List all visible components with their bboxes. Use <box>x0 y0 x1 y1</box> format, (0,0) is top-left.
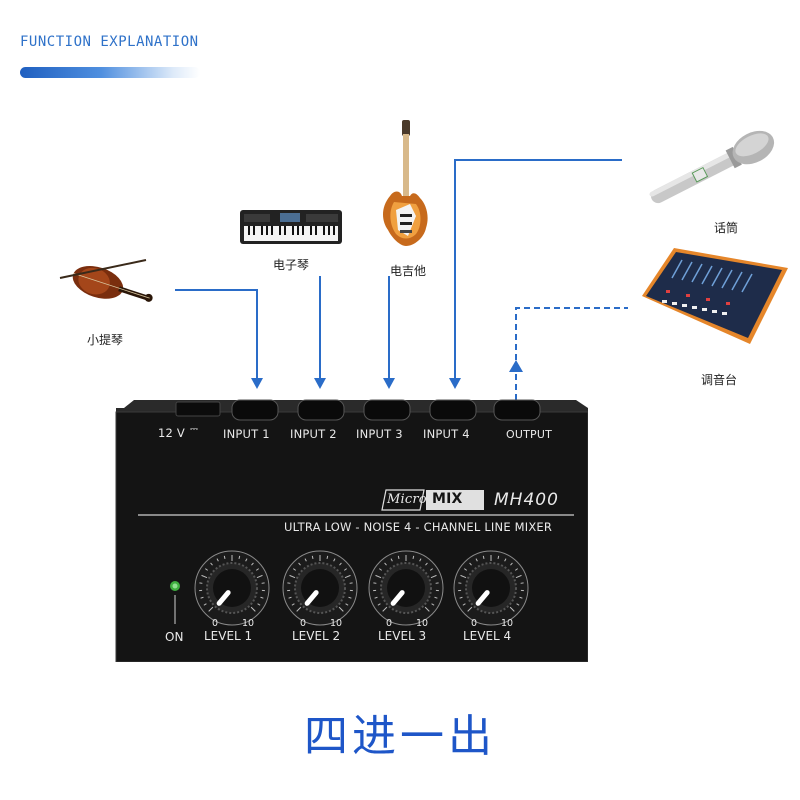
output-label: OUTPUT <box>506 428 553 441</box>
level-3-min: 0 <box>386 618 393 629</box>
level-2-max: 10 <box>330 618 343 629</box>
microphone-connection <box>454 159 622 384</box>
level-knob-4[interactable] <box>451 548 531 632</box>
level-4-label: LEVEL 4 <box>463 629 512 643</box>
dc-symbol: ⎓ <box>190 424 199 435</box>
level-4-max: 10 <box>501 618 514 629</box>
mh400-mixer: 12 V ⎓ INPUT 1 INPUT 2 INPUT 3 INPUT 4 O… <box>114 390 588 662</box>
violin-connection <box>175 289 258 384</box>
brand-micro: Micro <box>387 492 427 507</box>
level-3-label: LEVEL 3 <box>378 629 427 643</box>
level-knob-3[interactable] <box>366 548 446 632</box>
level-4-min: 0 <box>471 618 478 629</box>
guitar-label: 电吉他 <box>390 264 427 278</box>
mixer-subtitle: ULTRA LOW - NOISE 4 - CHANNEL LINE MIXER <box>284 520 553 534</box>
input-2-label: INPUT 2 <box>290 427 337 441</box>
mixing-console-label: 调音台 <box>701 373 738 387</box>
header-title: FUNCTION EXPLANATION <box>20 34 199 50</box>
power-label: 12 V <box>158 426 185 440</box>
microphone-label: 话筒 <box>714 221 739 235</box>
model-label: MH400 <box>494 490 559 510</box>
violin-label: 小提琴 <box>87 333 124 347</box>
output-connection <box>515 307 628 400</box>
level-3-max: 10 <box>416 618 429 629</box>
on-label: ON <box>165 630 184 644</box>
violin-icon <box>48 248 158 318</box>
input-jacks <box>231 399 541 421</box>
input-3-label: INPUT 3 <box>356 427 403 441</box>
brand-mix: MIX <box>432 491 463 507</box>
mixing-console-icon <box>632 242 790 346</box>
keyboard-label: 电子琴 <box>273 258 310 272</box>
level-2-min: 0 <box>300 618 307 629</box>
level-1-max: 10 <box>242 618 255 629</box>
keyboard-icon <box>240 206 342 246</box>
microphone-icon <box>636 122 786 214</box>
level-knob-2[interactable] <box>280 548 360 632</box>
level-1-min: 0 <box>212 618 219 629</box>
header-accent-bar <box>20 67 200 78</box>
level-1-label: LEVEL 1 <box>204 629 253 643</box>
caption-four-in-one-out: 四进一出 <box>304 711 496 762</box>
input-4-label: INPUT 4 <box>423 427 470 441</box>
input-1-label: INPUT 1 <box>223 427 270 441</box>
electric-guitar-icon <box>376 118 432 250</box>
level-2-label: LEVEL 2 <box>292 629 341 643</box>
level-knob-1[interactable] <box>192 548 272 632</box>
